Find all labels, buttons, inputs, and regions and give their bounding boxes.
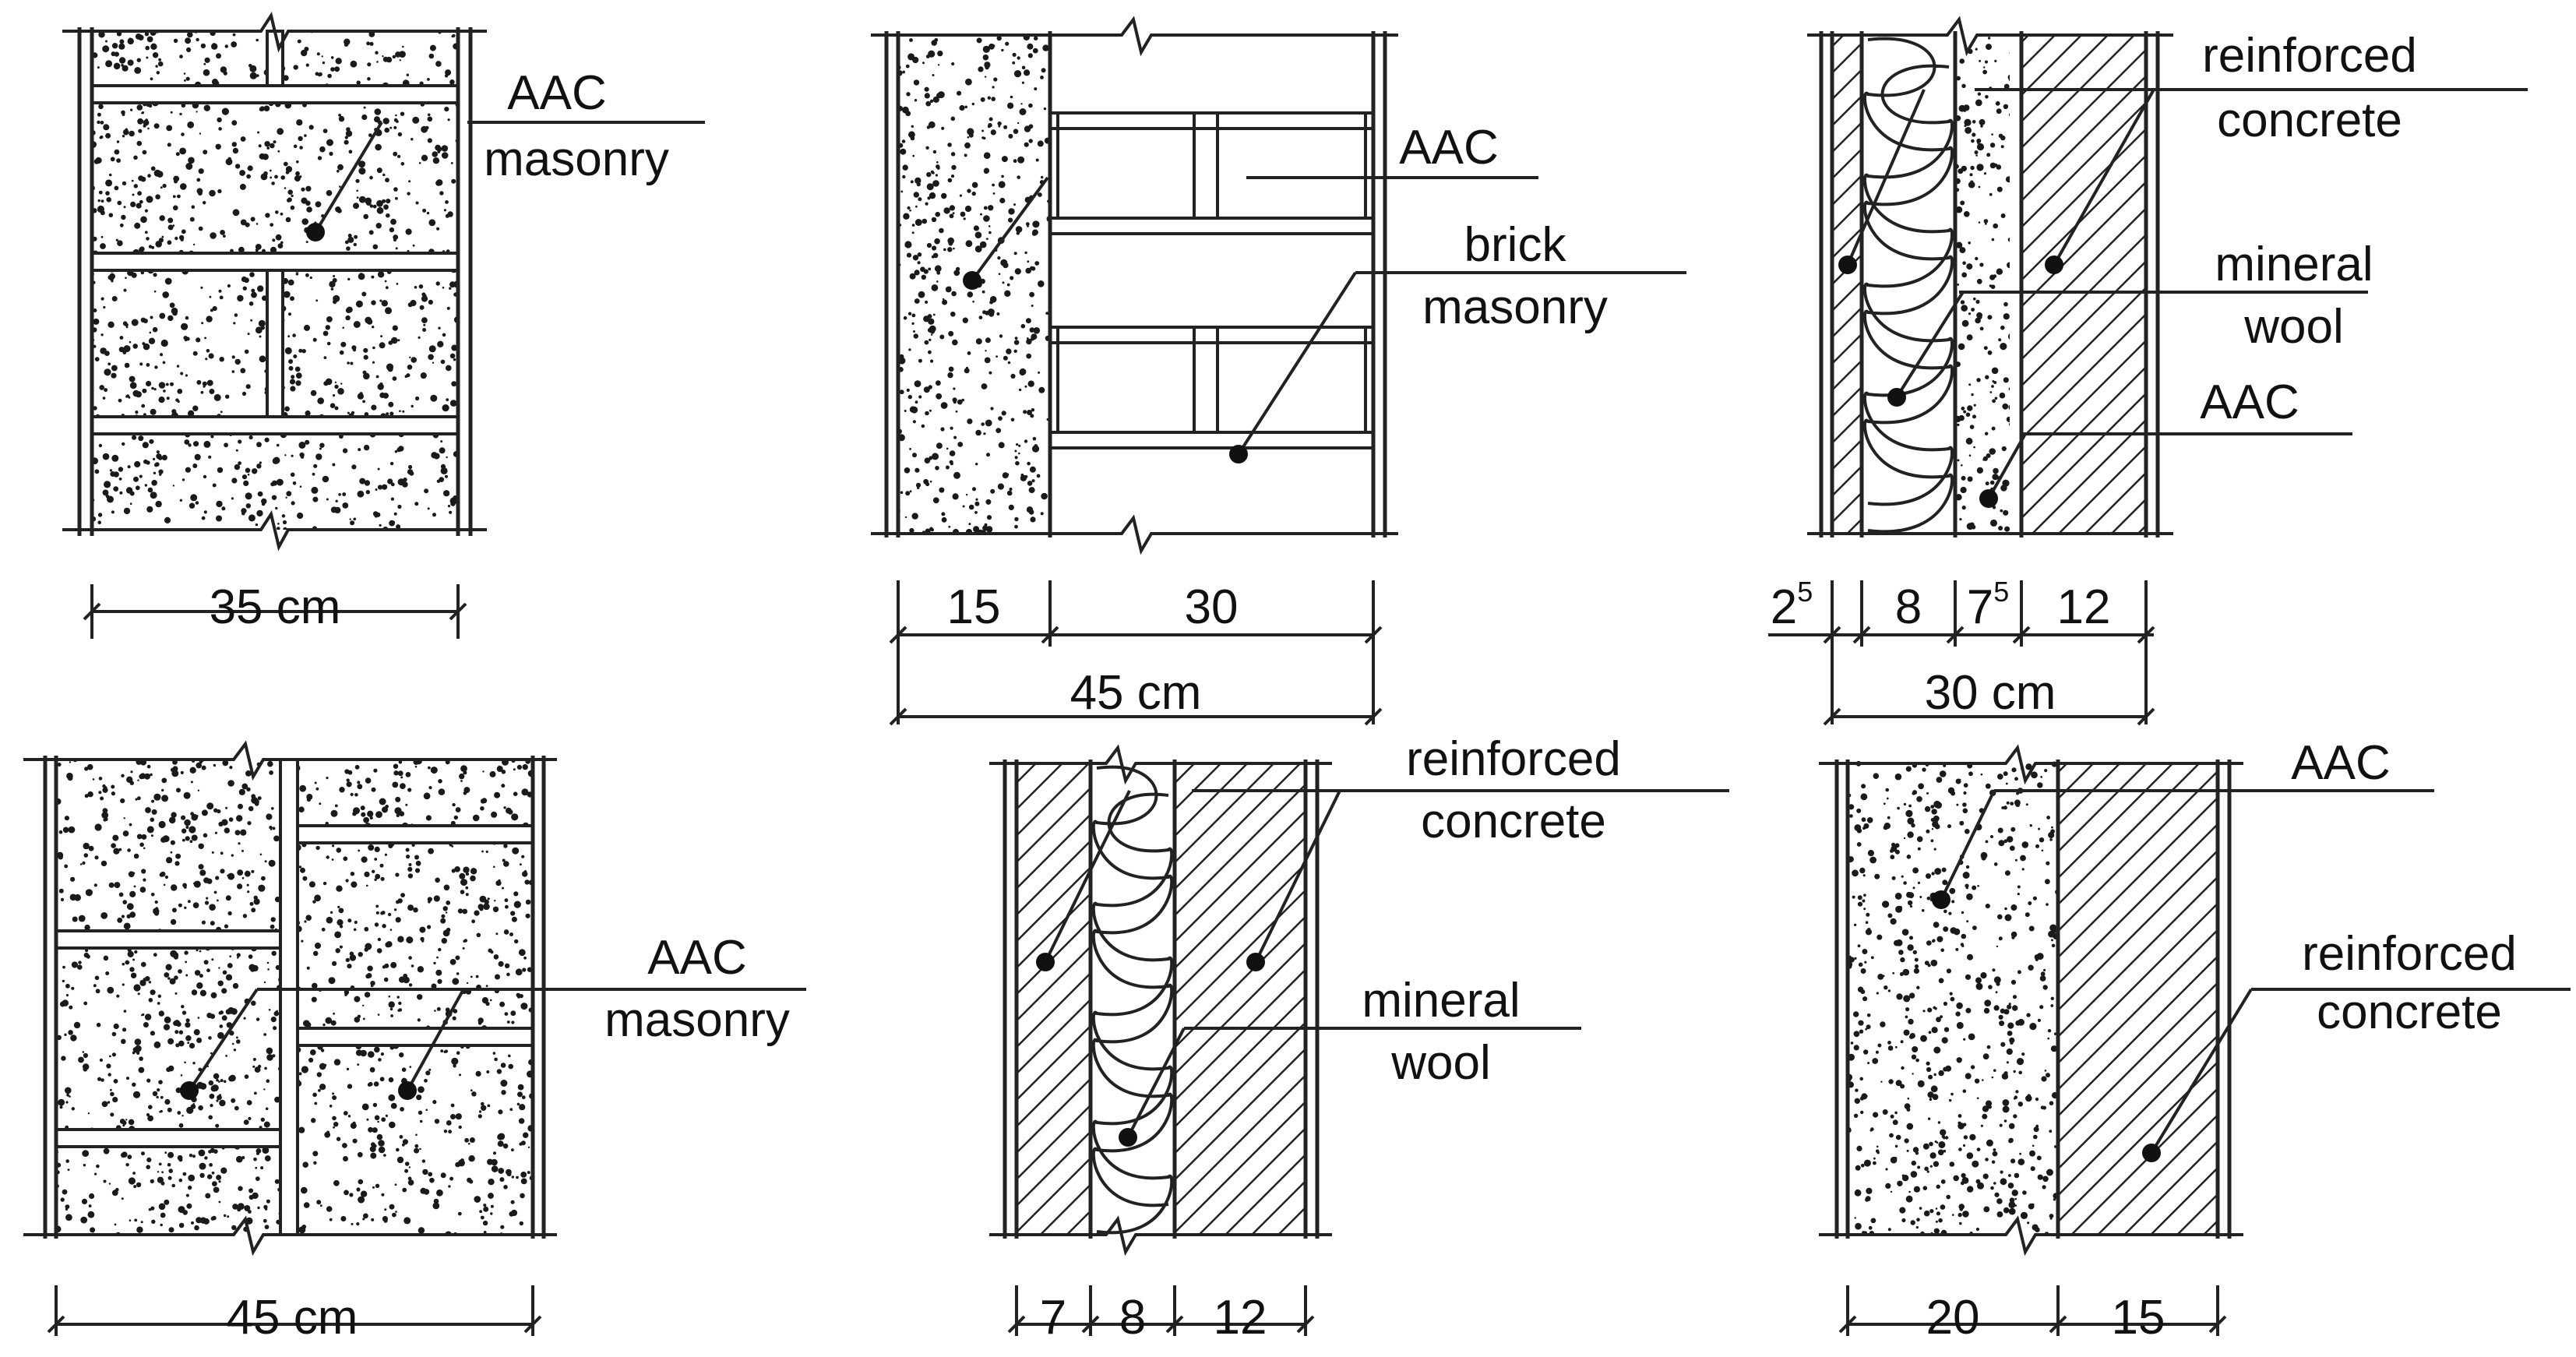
leader-dot [180,1081,199,1100]
label-mineral: mineral [2215,238,2373,291]
layer-lines [1819,31,2160,538]
wall-faces [77,27,473,536]
break-line-top [62,11,487,53]
label-reinforced: reinforced [2202,29,2417,83]
layer-lines [1834,760,2232,1239]
dimension-total: 30 cm [1925,666,2056,720]
break-line-top [871,16,1398,57]
label-masonry: masonry [484,132,669,186]
label-wool: wool [1390,1036,1491,1090]
panel-1-aac-masonry: AAC masonry 35 cm [62,11,705,639]
label-reinforced: reinforced [1406,732,1621,786]
mortar-joints [90,30,460,435]
break-line-bottom [1819,1215,2243,1257]
label-aac: AAC [1399,121,1498,174]
leader-dot [1246,953,1265,971]
panel-2-aac-brick: AAC brick masonry 15 30 45 cm [871,16,1686,726]
brick-layer [1050,111,1373,449]
label-aac: AAC [2291,736,2390,790]
leader-dot [1932,890,1951,909]
dimension-layer-1: 15 [947,580,1001,634]
break-line-bottom [871,514,1398,555]
label-aac: AAC [507,66,606,120]
wall-faces [43,756,546,1239]
break-line-bottom [23,1215,557,1257]
panel-5-concrete-wool: reinforced concrete mineral wool 7 8 12 [989,732,1729,1345]
label-masonry: masonry [1422,280,1608,334]
dimension-layer-4: 12 [2057,580,2111,634]
leader-dot [2045,256,2063,274]
label-concrete: concrete [2217,93,2402,147]
mineral-wool-zigzag [1863,37,1954,534]
leader-dot [2142,1144,2161,1162]
panel-6-aac-concrete: AAC reinforced concrete 20 15 [1819,736,2571,1345]
aac-texture [1954,37,2010,532]
concrete-outer-layer [1017,763,1091,1235]
dimension-lines [889,580,1383,726]
dimension-total: 45 cm [227,1291,358,1345]
break-line-top [1807,16,2173,57]
dimension-layer-3: 12 [1214,1291,1267,1345]
wall-faces [884,31,1387,538]
label-mineral: mineral [1362,974,1520,1027]
leader-dot [1229,445,1248,463]
leader-dot [398,1081,417,1100]
break-line-top [23,740,557,781]
leader-dot [306,223,325,241]
break-line-bottom [62,509,487,552]
label-aac: AAC [647,931,746,985]
dimension-layer-2: 8 [1119,1291,1146,1345]
dimension-line [83,584,467,639]
label-concrete: concrete [1421,795,1606,848]
break-line-bottom [989,1215,1332,1257]
dimension-layer-1: 25 [1771,576,1813,634]
dimension-layer-1: 20 [1926,1291,1980,1345]
label-masonry: masonry [604,993,790,1047]
concrete-inner-layer [2021,35,2146,534]
concrete-layer [2058,763,2218,1235]
dimension-layer-3: 75 [1967,576,2010,634]
label-wool: wool [2243,300,2344,354]
concrete-outer-layer [1832,35,1862,534]
dimension-layer-2: 8 [1895,580,1922,634]
panel-4-aac-masonry: AAC masonry 45 cm [23,740,806,1345]
dimension-total: 35 cm [210,580,341,634]
dimension-total: 45 cm [1070,666,1202,720]
mortar-joints [55,758,534,1236]
dimension-lines [1007,1285,1315,1336]
dimension-layer-2: 15 [2112,1291,2165,1345]
mineral-wool-zigzag [1091,765,1174,1235]
break-line-top [989,744,1332,785]
leader-dot [1979,489,1998,508]
mineral-wool-layer [1091,763,1175,1235]
label-reinforced: reinforced [2302,927,2517,981]
break-line-top [1819,744,2243,785]
leader-dot [1838,256,1857,274]
label-concrete: concrete [2317,985,2502,1039]
dimension-lines [1768,580,2155,726]
label-brick: brick [1464,218,1567,272]
concrete-inner-layer [1175,763,1306,1235]
label-aac: AAC [2200,375,2299,429]
dimension-layer-2: 30 [1185,580,1239,634]
dimension-line [47,1285,542,1336]
leader-dot [1119,1128,1137,1147]
leader-dot [963,271,981,290]
panel-3-sandwich-wall: reinforced concrete mineral wool AAC [1768,16,2528,726]
aac-layer [1955,35,2017,534]
dimension-lines [1838,1285,2227,1336]
leader-dot [1036,953,1055,971]
dimension-layer-1: 7 [1040,1291,1066,1345]
aac-texture [898,35,1050,534]
leader-dot [1887,388,1906,407]
